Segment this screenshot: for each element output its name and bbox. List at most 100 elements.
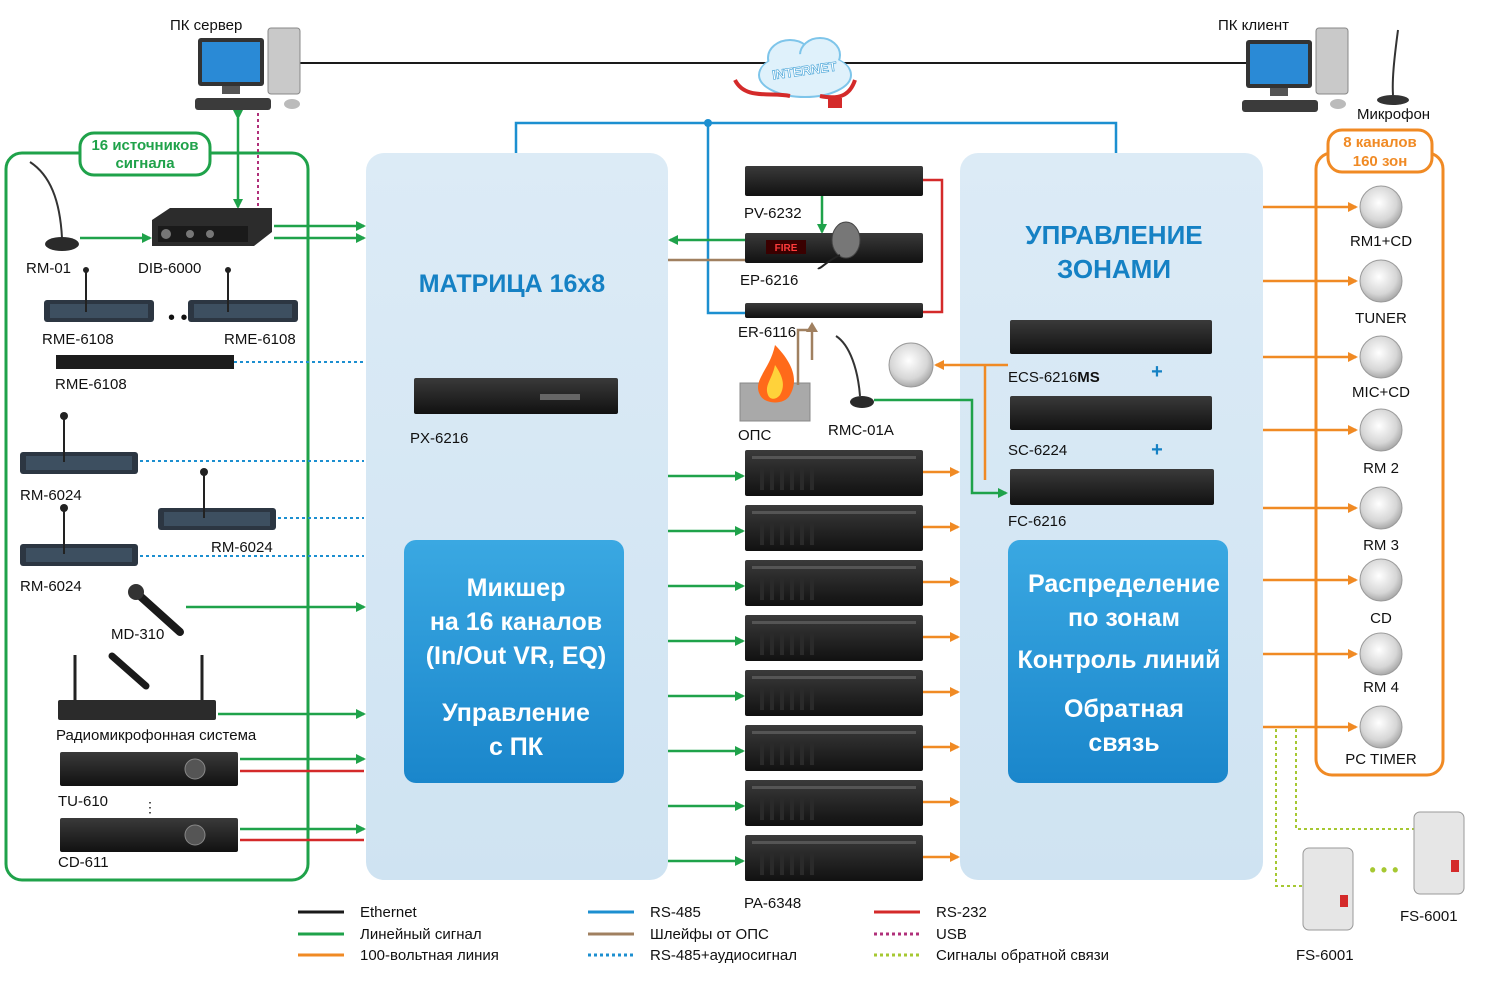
device-label-fs6001-b: FS-6001 xyxy=(1400,908,1458,925)
zones-group-title-2: 160 зон xyxy=(1353,153,1408,170)
tu610-tuner-icon xyxy=(60,752,238,786)
ceiling-speaker-icon xyxy=(1359,335,1403,379)
mixer-line-2: на 16 каналов xyxy=(430,608,602,636)
dist-line-2: по зонам xyxy=(1068,604,1180,632)
ceiling-speaker-icon xyxy=(1359,408,1403,452)
rmc01a-microphone-icon xyxy=(835,335,874,408)
md310-handheld-mic-icon xyxy=(128,584,184,636)
ceiling-speaker: CD xyxy=(1263,558,1403,627)
zones-group-badge xyxy=(1326,128,1434,174)
speaker-label: MIC+CD xyxy=(1352,384,1410,401)
ceiling-speaker-icon xyxy=(1359,558,1403,602)
desk-microphone-icon xyxy=(1377,29,1409,105)
device-label-rme6108-b: RME-6108 xyxy=(224,331,296,348)
legend-label: Сигналы обратной связи xyxy=(936,947,1109,964)
ceiling-speaker: MIC+CD xyxy=(1263,335,1410,401)
er6116-rack-icon xyxy=(745,303,923,318)
legend-item: Шлейфы от ОПС xyxy=(588,926,769,943)
server-pc-icon xyxy=(195,27,301,110)
device-label-fc6216: FC-6216 xyxy=(1008,513,1066,530)
fs6001-station-icon xyxy=(1302,847,1354,931)
rs485-top-bus xyxy=(514,121,1118,153)
px6216-rack-icon xyxy=(414,378,618,414)
client-pc-icon xyxy=(1242,27,1349,112)
pa6348-amplifier-unit xyxy=(668,450,960,496)
ceiling-speaker-icon xyxy=(1359,705,1403,749)
rme6108-rack-icon xyxy=(56,355,234,369)
device-label-tu610: TU-610 xyxy=(58,793,108,810)
ceiling-speaker-icon xyxy=(1359,185,1403,229)
legend-label: Ethernet xyxy=(360,904,418,921)
microphone-label: Микрофон xyxy=(1357,106,1430,123)
mixer-line-1: Микшер xyxy=(467,574,566,602)
device-label-rmc01a: RMC-01A xyxy=(828,422,894,439)
device-label-ecs6216: ECS-6216MS xyxy=(1008,369,1100,386)
device-label-md310: MD-310 xyxy=(111,626,164,643)
ceiling-speaker: RM1+CD xyxy=(1263,185,1412,250)
sc6224-rack-icon xyxy=(1010,396,1212,430)
pa6348-amplifier-unit xyxy=(668,505,960,551)
legend-label: 100-вольтная линия xyxy=(360,947,499,964)
device-label-cd611: CD-611 xyxy=(58,854,109,871)
ecs6216-rack-icon xyxy=(1010,320,1212,354)
legend-label: Шлейфы от ОПС xyxy=(650,926,769,943)
distribution-box xyxy=(1008,540,1228,783)
legend-label: USB xyxy=(936,926,967,943)
dist-line-4: Обратная xyxy=(1064,695,1184,723)
pa6348-amplifier-unit xyxy=(668,835,960,881)
device-label-er6116: ER-6116 xyxy=(738,324,796,341)
pa6348-amplifier-unit xyxy=(668,725,960,771)
device-suffix-ms: MS xyxy=(1077,369,1100,386)
legend-item: Линейный сигнал xyxy=(298,926,482,943)
device-label-pa6348: PA-6348 xyxy=(744,895,801,912)
fs6001-station-icon xyxy=(1413,811,1465,895)
legend-item: Ethernet xyxy=(298,904,418,921)
ceiling-speaker: TUNER xyxy=(1263,259,1407,327)
device-label-dib6000: DIB-6000 xyxy=(138,260,201,277)
device-label-px6216: PX-6216 xyxy=(410,430,468,447)
device-label-rm6024-a: RM-6024 xyxy=(20,487,82,504)
dib6000-device-icon xyxy=(152,208,272,246)
legend-item: 100-вольтная линия xyxy=(298,947,499,964)
device-label-pv6232: PV-6232 xyxy=(744,205,802,222)
pa6348-amplifier-unit xyxy=(668,780,960,826)
device-label-rm01: RM-01 xyxy=(26,260,71,277)
paging-mic-icon xyxy=(817,221,861,270)
legend-item: USB xyxy=(874,926,967,943)
plus-sign-2: + xyxy=(1151,439,1163,461)
rme6108-console-icon xyxy=(44,267,154,322)
speaker-label: CD xyxy=(1370,610,1392,627)
rm01-microphone-icon xyxy=(29,161,79,251)
rmc-speaker-icon xyxy=(888,342,934,388)
zone-speakers: RM1+CD TUNER MIC+CD RM 2 RM 3 CD RM 4 PC TIMER xyxy=(1263,185,1417,768)
mixer-box xyxy=(404,540,624,783)
sources-title-2: сигнала xyxy=(115,155,175,172)
device-label-ep6216: EP-6216 xyxy=(740,272,798,289)
rm6024-console-icon xyxy=(20,412,138,474)
mixer-line-3: (In/Out VR, EQ) xyxy=(426,642,607,670)
pv6232-rack-icon xyxy=(745,166,923,196)
ceiling-speaker: PC TIMER xyxy=(1263,705,1417,768)
pa6348-amplifier-stack xyxy=(668,450,960,881)
pa6348-amplifier-unit xyxy=(668,615,960,661)
device-label-rme6108-c: RME-6108 xyxy=(55,376,127,393)
legend-label: RS-485+аудиосигнал xyxy=(650,947,797,964)
ceiling-speaker: RM 4 xyxy=(1263,632,1403,696)
legend-label: RS-232 xyxy=(936,904,987,921)
cd611-player-icon xyxy=(60,818,238,852)
legend-item: Сигналы обратной связи xyxy=(874,947,1109,964)
ceiling-speaker-icon xyxy=(1359,632,1403,676)
speaker-label: RM 2 xyxy=(1363,460,1399,477)
mixer-line-5: с ПК xyxy=(489,733,544,761)
rme6108-console-icon xyxy=(188,267,298,322)
vertical-ellipsis: ⋮ xyxy=(143,799,157,815)
fc6216-rack-icon xyxy=(1010,469,1214,505)
device-label-rm6024-c: RM-6024 xyxy=(20,578,82,595)
matrix-title: МАТРИЦА 16x8 xyxy=(419,270,606,298)
server-label: ПК сервер xyxy=(170,17,242,34)
zones-title-2: ЗОНАМИ xyxy=(1057,254,1171,284)
legend-item: RS-485+аудиосигнал xyxy=(588,947,797,964)
plus-sign-1: + xyxy=(1151,361,1163,383)
mixer-line-4: Управление xyxy=(442,699,590,727)
ceiling-speaker: RM 3 xyxy=(1263,486,1403,554)
